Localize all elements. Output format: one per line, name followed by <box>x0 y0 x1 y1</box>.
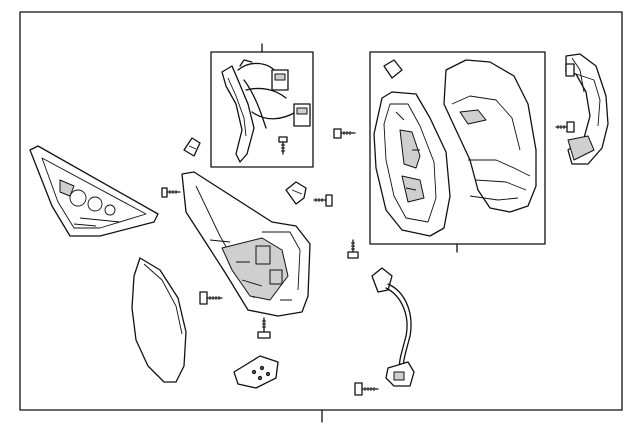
screw-icon <box>199 291 223 305</box>
screw-icon <box>354 382 379 396</box>
screw-icon <box>555 121 575 133</box>
retainer-clip-icon <box>183 137 201 157</box>
screw-icon <box>313 194 333 207</box>
retainer-clip-icon <box>285 181 307 205</box>
mirror-glass <box>131 257 187 383</box>
screw-icon <box>161 187 181 198</box>
mirror-base-bracket <box>181 171 311 317</box>
screw-icon <box>347 239 359 259</box>
wiring-harness-box <box>210 43 314 168</box>
screw-icon <box>333 128 356 139</box>
screw-icon <box>278 136 288 155</box>
mirror-cover-box <box>369 51 546 253</box>
screw-icon <box>257 317 271 339</box>
diagram-frame <box>19 11 623 423</box>
puddle-lamp-harness <box>371 267 415 387</box>
garnish-triangle <box>29 145 159 237</box>
side-turn-lamp <box>565 53 609 165</box>
mounting-plate <box>233 355 279 389</box>
